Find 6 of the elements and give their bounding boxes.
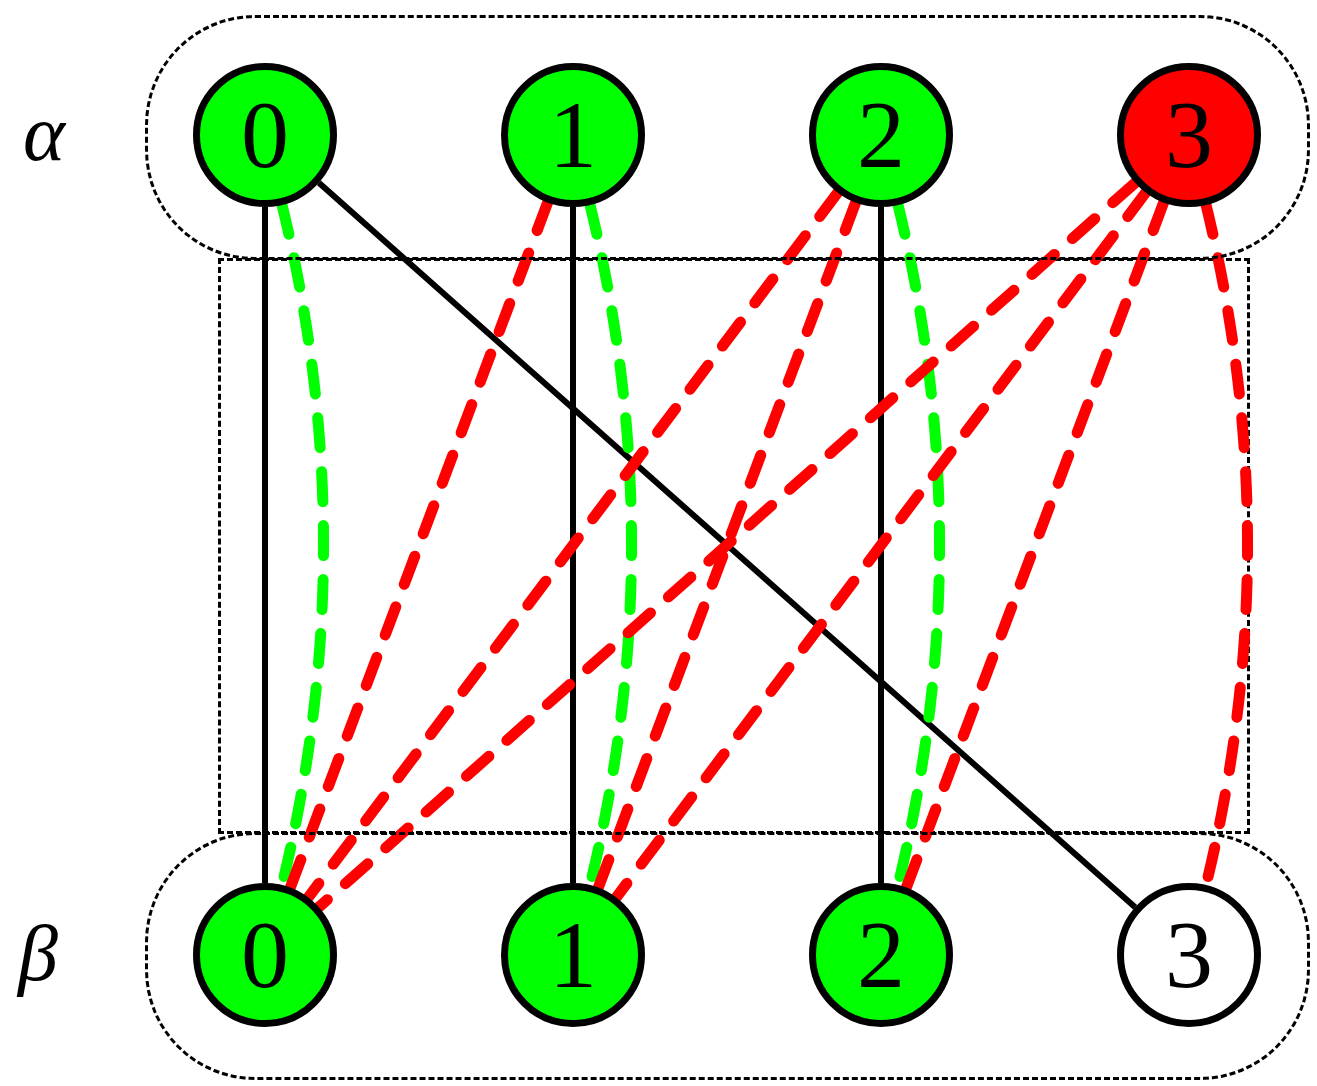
dashed-edge bbox=[302, 187, 844, 903]
group-label: α bbox=[23, 93, 65, 173]
dashed-edge bbox=[610, 187, 1152, 903]
edge-line bbox=[570, 207, 576, 883]
edge-line bbox=[878, 207, 884, 883]
edge-line bbox=[262, 207, 268, 883]
